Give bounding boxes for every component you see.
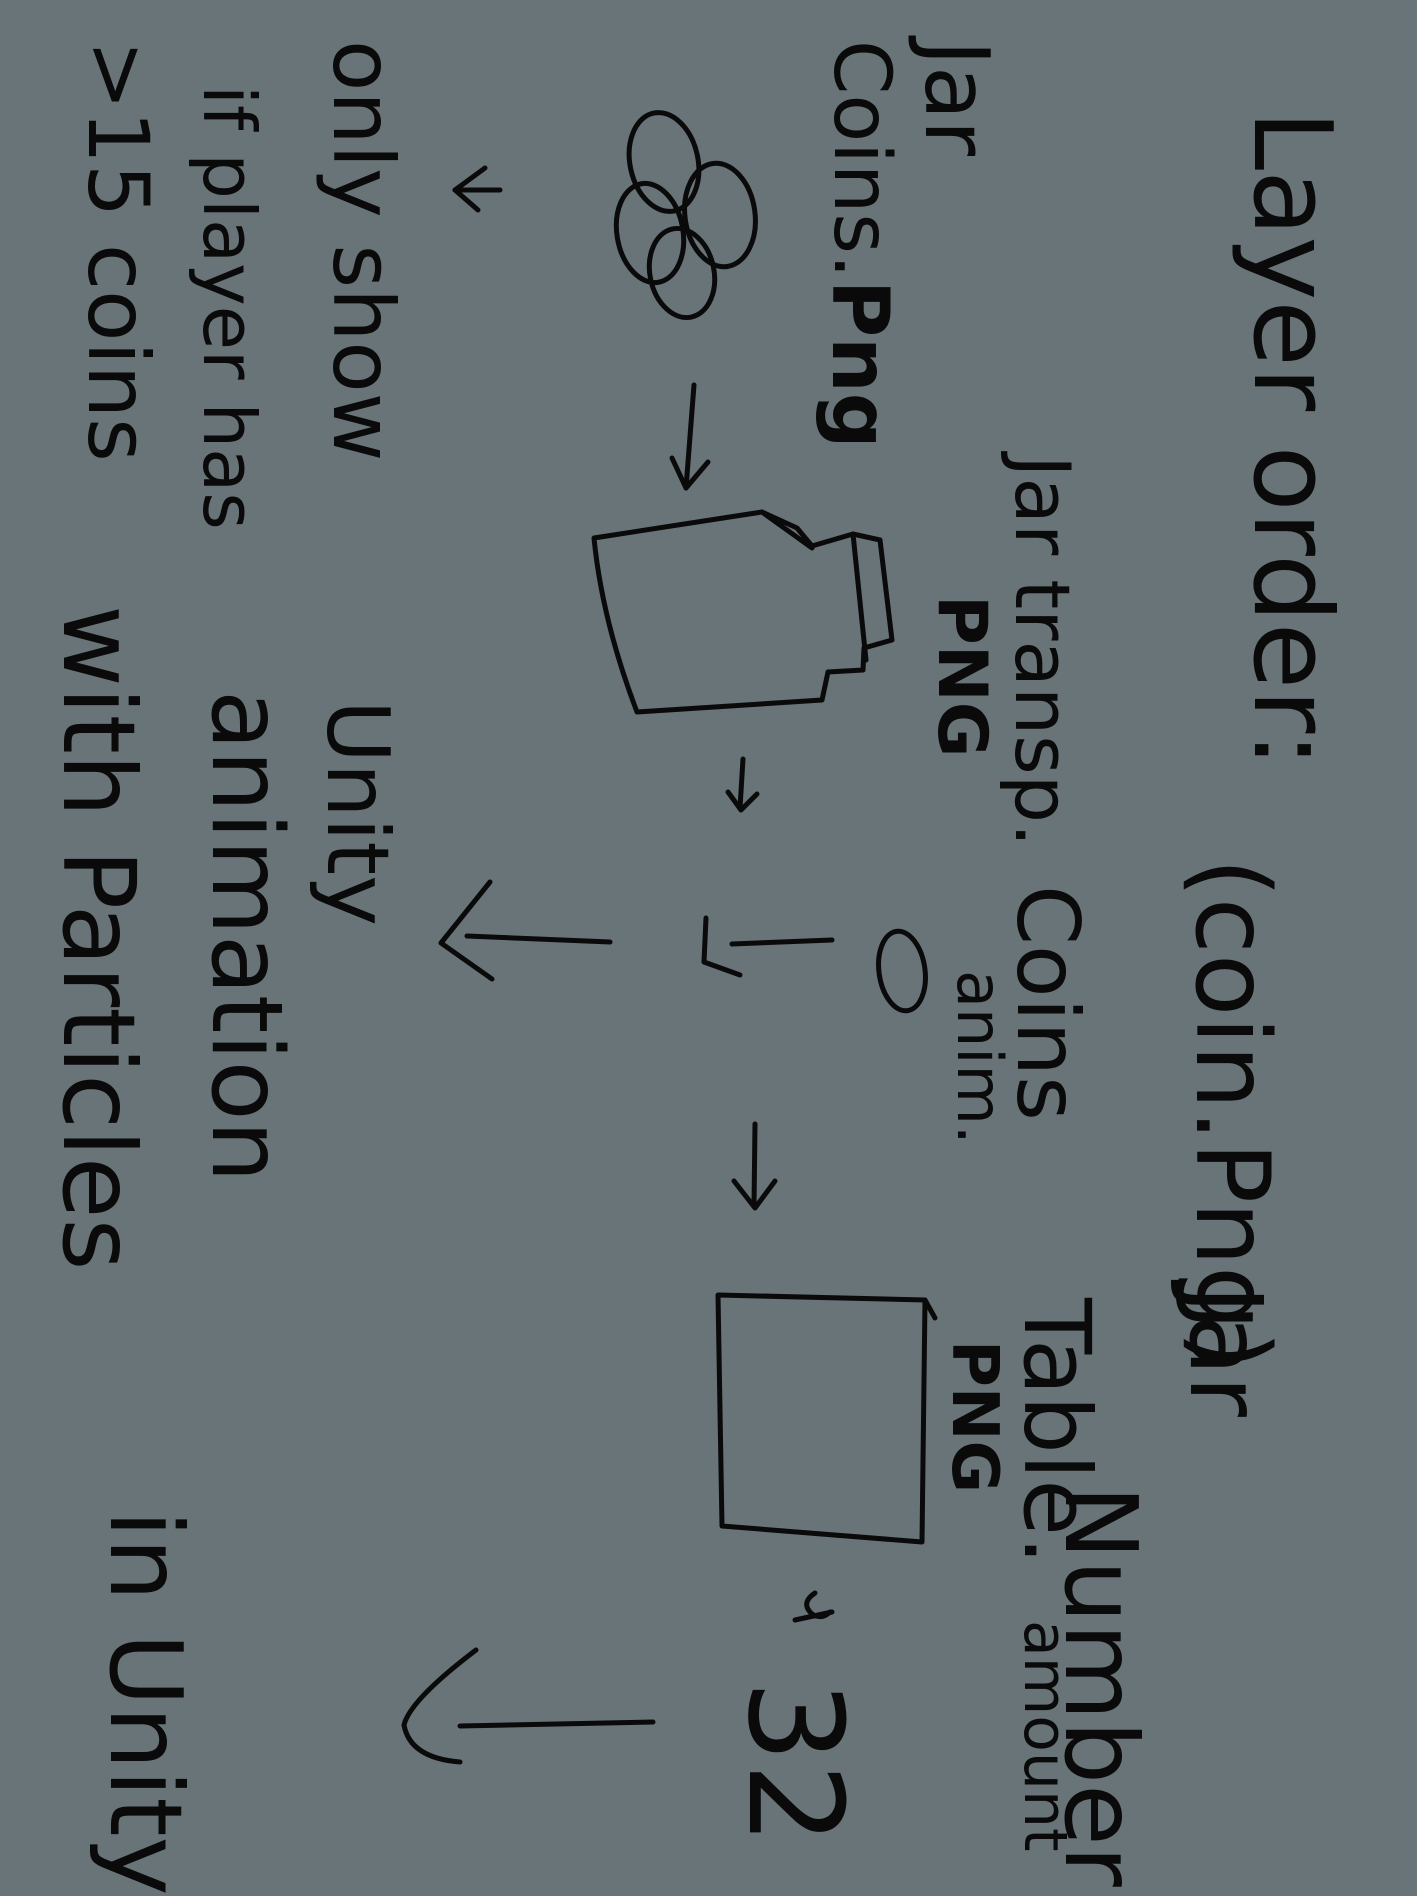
arrow-to-amount <box>792 1590 835 1623</box>
only-show-label: only show <box>314 40 412 462</box>
unity-anim-line3: with Particles <box>40 605 157 1271</box>
coin-pile-sketch <box>613 110 758 321</box>
arrow-unity-anim <box>438 879 613 982</box>
number-line2: in Unity <box>87 1510 204 1896</box>
jar-transparent-sketch <box>591 509 895 715</box>
unity-anim-line1: Unity <box>307 700 407 926</box>
arrow-to-number <box>401 1647 656 1765</box>
jar-coins-line2: Coins. <box>816 40 906 279</box>
unity-anim-line2: animation <box>189 690 303 1183</box>
jar-coins-png: Png <box>814 280 904 449</box>
anim-label: anim. <box>943 970 1016 1145</box>
zero-circle <box>876 928 928 1014</box>
number-line1: Number <box>1042 1485 1159 1887</box>
jar-transp-label: Jar transp. <box>998 455 1087 848</box>
arrow-jar-down <box>725 756 760 813</box>
arrow-to-table <box>731 1121 778 1211</box>
jar-png-label: PNG <box>922 595 1001 758</box>
amount-value: 32 <box>719 1680 871 1846</box>
arrow-coins-anim <box>701 915 835 978</box>
jar-coins-line1: Jar <box>905 40 1008 157</box>
coins-label: Coins <box>997 885 1097 1121</box>
arrow-only-show <box>452 165 503 213</box>
min-coins-label: >15 coins <box>69 40 167 462</box>
diagram-title: Layer order: <box>1229 110 1354 768</box>
jar-table-sketch <box>715 1292 938 1545</box>
if-player-label: if player has <box>187 85 271 530</box>
arrow-coins-to-jar <box>669 382 711 491</box>
table-png-label: PNG <box>937 1340 1011 1493</box>
jar-top-label: Jar <box>1167 1285 1284 1417</box>
